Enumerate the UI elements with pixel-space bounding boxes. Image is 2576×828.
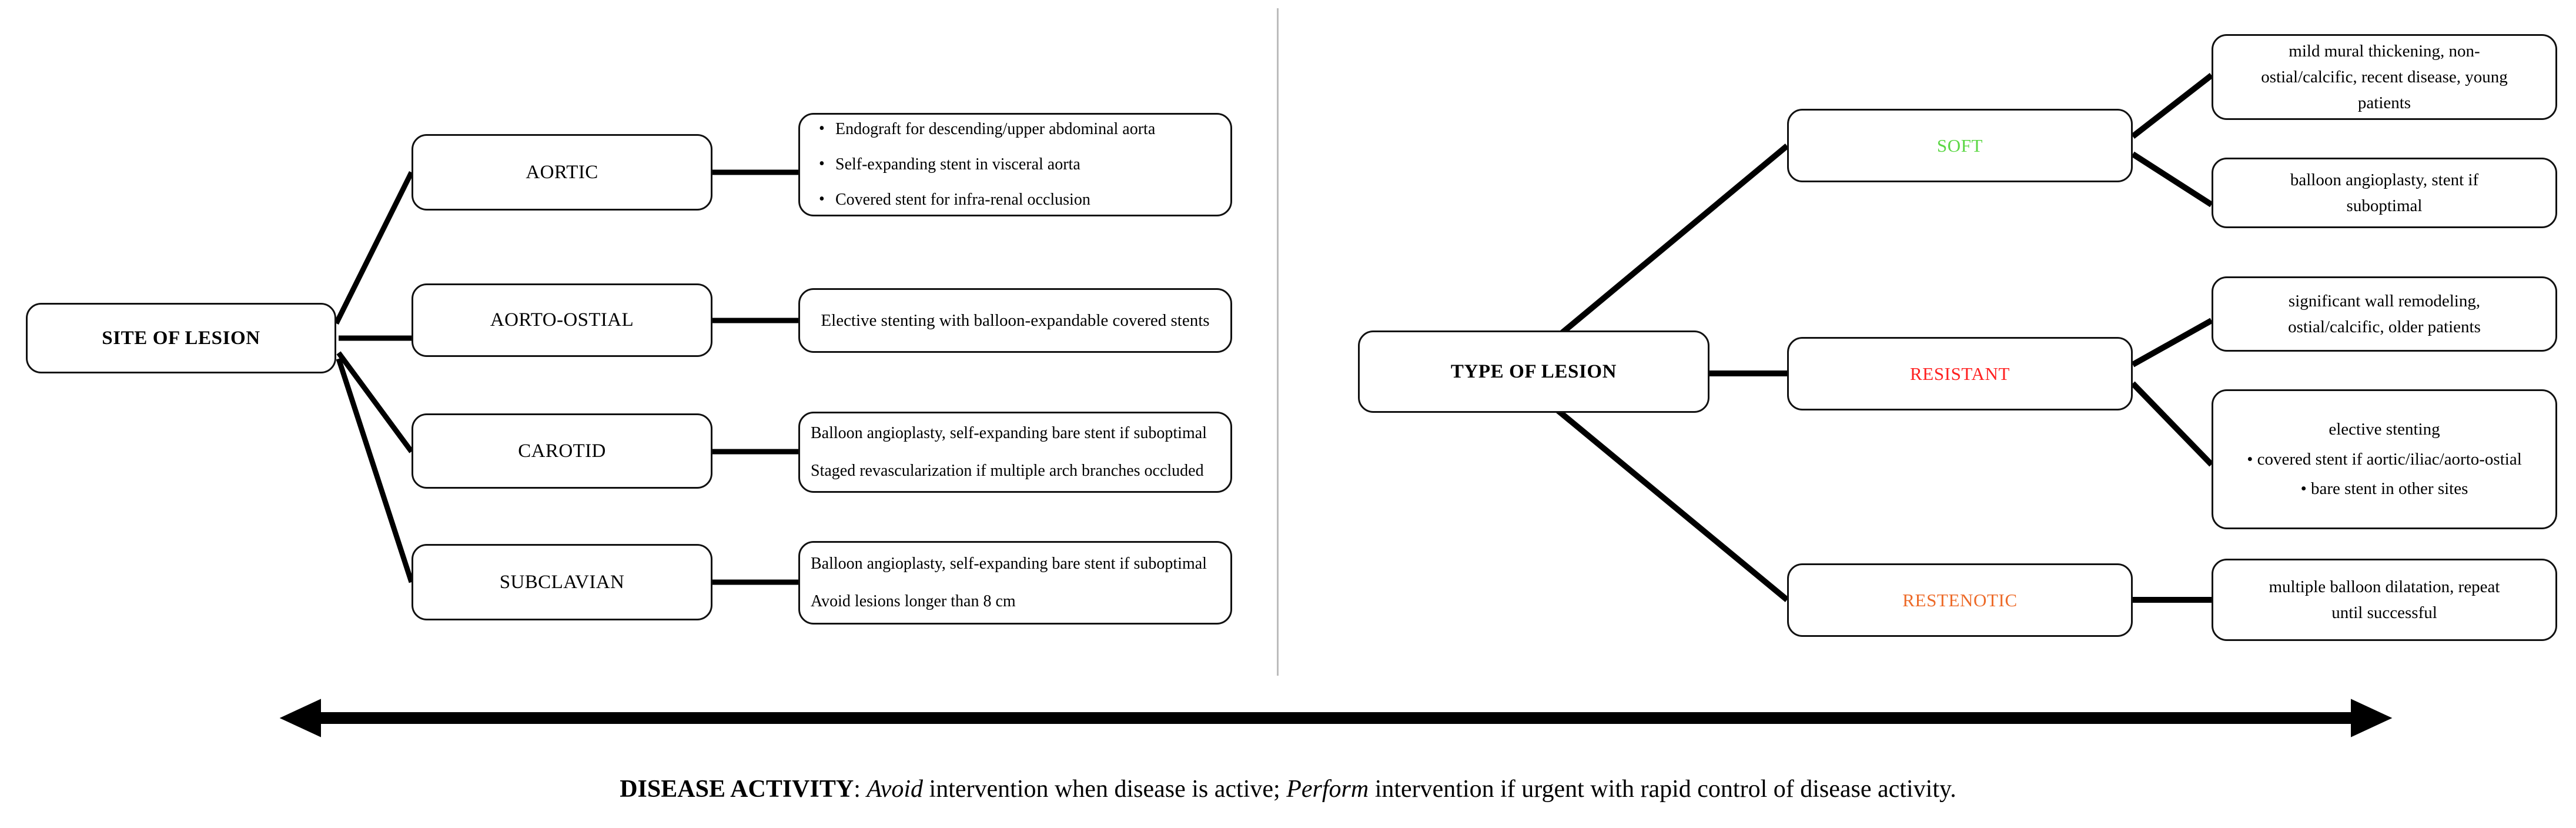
caption-em-avoid: Avoid — [867, 776, 924, 803]
node-site-of-lesion[interactable]: SITE OF LESION — [26, 303, 336, 373]
node-label: RESTENOTIC — [1902, 589, 2018, 610]
node-label: SITE OF LESION — [102, 327, 260, 349]
detail-line: balloon angioplasty, stent if — [2290, 170, 2479, 189]
connector-typeroot-soft — [1528, 143, 1789, 361]
node-label: SOFT — [1936, 135, 1983, 156]
detail-line: Self-expanding stent in visceral aorta — [815, 146, 1215, 182]
double-headed-arrow — [279, 699, 2393, 737]
detail-line: patients — [2357, 94, 2411, 113]
node-resistant[interactable]: RESISTANT — [1787, 337, 2133, 410]
detail-line: elective stenting — [2329, 419, 2440, 439]
detail-soft-2[interactable]: balloon angioplasty, stent if suboptimal — [2212, 158, 2557, 228]
node-restenotic[interactable]: RESTENOTIC — [1787, 563, 2133, 637]
detail-line: multiple balloon dilatation, repeat — [2269, 577, 2500, 596]
detail-line: Covered stent for infra-renal occlusion — [815, 182, 1215, 218]
detail-line: • bare stent in other sites — [2300, 479, 2468, 499]
caption-tail: intervention if urgent with rapid contro… — [1369, 776, 1956, 803]
node-label: AORTO-OSTIAL — [490, 309, 634, 331]
node-subclavian[interactable]: SUBCLAVIAN — [412, 544, 712, 620]
detail-line: ostial/calcific, older patients — [2288, 318, 2481, 336]
detail-line: Endograft for descending/upper abdominal… — [815, 111, 1215, 147]
detail-aortic[interactable]: Endograft for descending/upper abdominal… — [798, 111, 1232, 218]
detail-line: mild mural thickening, non- — [2289, 41, 2480, 61]
caption-colon: : — [854, 776, 867, 803]
caption-em-perform: Perform — [1286, 776, 1369, 803]
node-aorto-ostial[interactable]: AORTO-OSTIAL — [412, 283, 712, 357]
connector-soft-detail-2 — [2131, 151, 2213, 208]
detail-line: ostial/calcific, recent disease, young — [2261, 67, 2508, 86]
node-label: CAROTID — [518, 440, 606, 462]
caption-strong: DISEASE ACTIVITY — [620, 776, 854, 803]
caption-mid: intervention when disease is active; — [923, 776, 1287, 803]
detail-line: significant wall remodeling, — [2288, 291, 2481, 310]
detail-subclavian[interactable]: Balloon angioplasty, self-expanding bare… — [798, 541, 1232, 625]
detail-line: Balloon angioplasty, self-expanding bare… — [811, 554, 1207, 573]
connector-root-subclavian — [336, 358, 414, 583]
node-soft[interactable]: SOFT — [1787, 109, 2133, 182]
detail-resistant-1[interactable]: significant wall remodeling, ostial/calc… — [2212, 276, 2557, 352]
node-type-of-lesion[interactable]: TYPE OF LESION — [1358, 330, 1709, 413]
detail-line: Staged revascularization if multiple arc… — [811, 462, 1204, 480]
detail-line: Elective stenting with balloon-expandabl… — [821, 310, 1210, 330]
connector-root-aortic — [333, 171, 414, 325]
detail-soft-1[interactable]: mild mural thickening, non- ostial/calci… — [2212, 34, 2557, 120]
detail-restenotic-1[interactable]: multiple balloon dilatation, repeat unti… — [2212, 559, 2557, 641]
connector-typeroot-restenotic — [1528, 386, 1789, 602]
detail-line: until successful — [2331, 603, 2437, 622]
connector-soft-detail-1 — [2130, 73, 2214, 139]
node-carotid[interactable]: CAROTID — [412, 413, 712, 489]
node-aortic[interactable]: AORTIC — [412, 134, 712, 211]
detail-line: suboptimal — [2346, 196, 2423, 215]
detail-line: Avoid lesions longer than 8 cm — [811, 592, 1016, 610]
detail-carotid[interactable]: Balloon angioplasty, self-expanding bare… — [798, 412, 1232, 493]
node-label: SUBCLAVIAN — [499, 571, 625, 593]
caption: DISEASE ACTIVITY: Avoid intervention whe… — [0, 775, 2576, 803]
detail-line: • covered stent if aortic/iliac/aorto-os… — [2247, 449, 2522, 469]
panel-divider — [1277, 8, 1279, 676]
connector-resistant-detail-1 — [2131, 318, 2213, 368]
node-label: RESISTANT — [1910, 363, 2010, 384]
detail-resistant-2[interactable]: elective stenting • covered stent if aor… — [2212, 389, 2557, 529]
connector-root-carotid — [336, 351, 414, 453]
node-label: TYPE OF LESION — [1450, 360, 1617, 382]
connector-resistant-detail-2 — [2130, 381, 2214, 467]
node-label: AORTIC — [526, 161, 598, 183]
detail-line: Balloon angioplasty, self-expanding bare… — [811, 423, 1207, 442]
detail-aorto-ostial[interactable]: Elective stenting with balloon-expandabl… — [798, 288, 1232, 353]
